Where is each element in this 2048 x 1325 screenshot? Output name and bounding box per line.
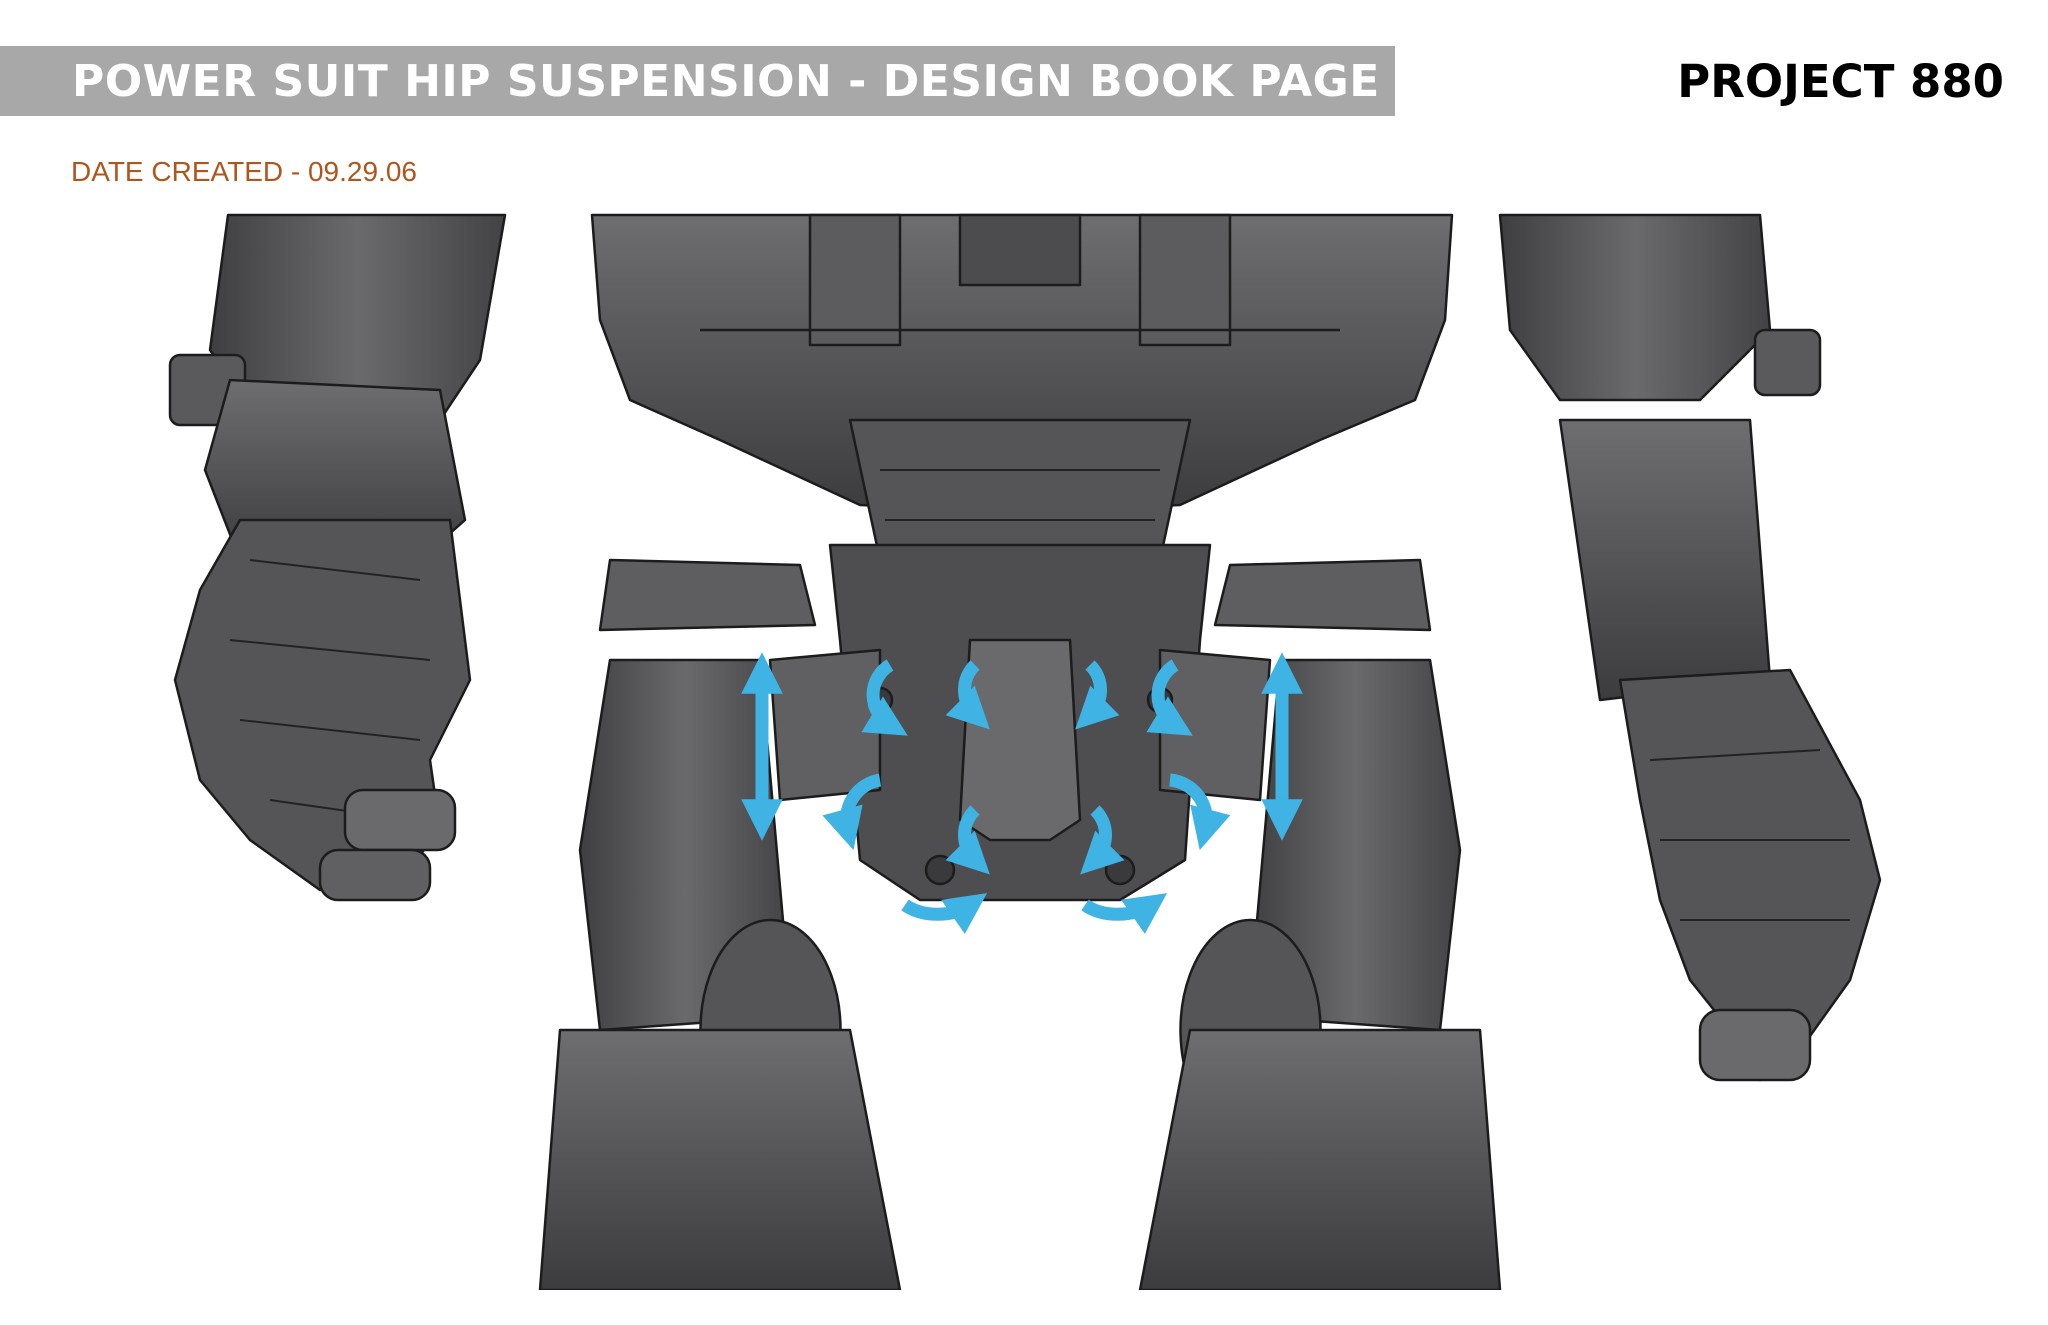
right-forearm (1558, 418, 1772, 702)
left-hip-wing (598, 558, 817, 632)
title-band (0, 46, 1395, 116)
hip-suspension-illustration (168, 213, 1882, 1290)
rotation-arrow (1146, 659, 1193, 736)
right-hip-wing (1213, 558, 1432, 632)
pelvis-assembly (768, 543, 1272, 902)
right-upper-arm (1498, 213, 1772, 402)
left-shin (538, 1028, 902, 1290)
rotation-arrow (1081, 893, 1168, 934)
torso (590, 213, 1454, 632)
page-title: POWER SUIT HIP SUSPENSION - DESIGN BOOK … (72, 56, 1577, 107)
rotation-arrow (945, 805, 990, 875)
center-hub (958, 638, 1082, 842)
motion-arrows (741, 652, 1303, 934)
rotation-arrow (1169, 773, 1231, 851)
date-created: DATE CREATED - 09.29.06 (71, 156, 417, 187)
rotation-arrow (861, 659, 908, 736)
rotation-arrow (901, 893, 988, 934)
rotation-arrow (1080, 805, 1125, 875)
left-leg (538, 658, 902, 1290)
right-arm (1498, 213, 1882, 1082)
project-label: PROJECT 880 (1677, 55, 2004, 108)
right-shin (1138, 1028, 1502, 1290)
rotation-arrow (1075, 660, 1120, 730)
rotation-arrow (822, 773, 882, 851)
rotation-arrow (945, 660, 990, 730)
left-arm (168, 213, 507, 902)
waist-column (848, 418, 1192, 562)
